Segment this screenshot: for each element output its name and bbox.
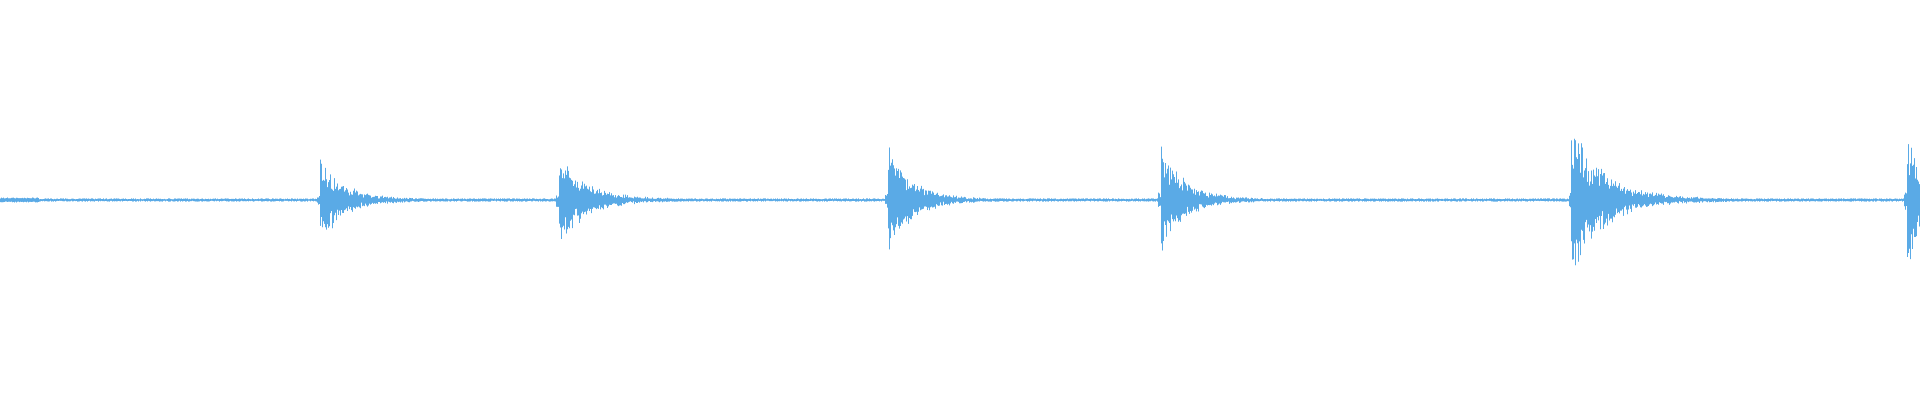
waveform-signal: [0, 138, 1920, 266]
